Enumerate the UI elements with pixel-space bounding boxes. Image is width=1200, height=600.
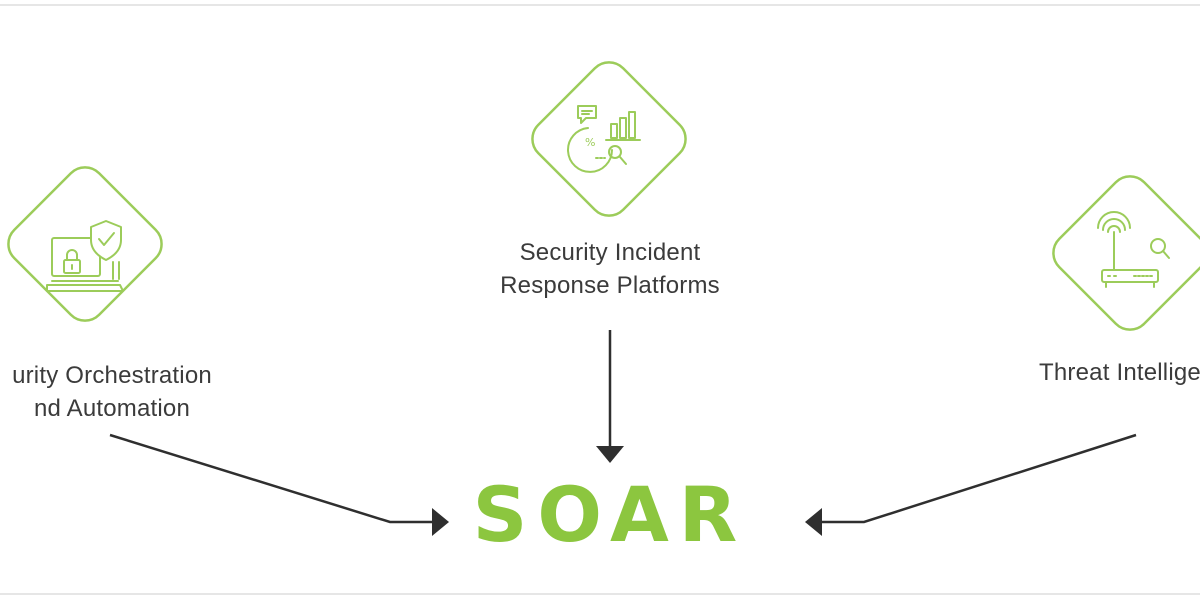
arrow-right-head (805, 508, 822, 536)
svg-text:%: % (585, 136, 595, 149)
node-center: % (531, 61, 687, 217)
diamond-left (7, 166, 163, 322)
analytics-magnifier-icon: % (567, 105, 641, 173)
label-center-line1: Security Incident (519, 239, 701, 266)
router-search-icon (1097, 211, 1170, 288)
label-security-incident: Security Incident Response Platforms (360, 236, 860, 302)
diamond-right (1052, 175, 1200, 331)
arrow-center-head (596, 446, 624, 463)
laptop-shield-lock-icon (46, 220, 124, 292)
label-threat-intelligence: Threat Intellige (950, 356, 1200, 389)
node-right (1052, 175, 1200, 331)
bottom-border (0, 593, 1200, 595)
label-security-orchestration: urity Orchestration nd Automation (0, 359, 362, 425)
soar-hub-label: SOAR (472, 470, 748, 559)
node-left (7, 166, 163, 322)
label-center-line2: Response Platforms (500, 272, 720, 299)
arrow-left-head (432, 508, 449, 536)
label-left-line2: nd Automation (33, 395, 191, 422)
arrows (109, 330, 1137, 536)
arrow-right-line (818, 433, 1137, 524)
label-right-line1: Threat Intellige (1039, 359, 1200, 386)
top-border (0, 4, 1200, 6)
arrow-left-line (109, 433, 436, 524)
label-left-line1: urity Orchestration (12, 362, 212, 389)
